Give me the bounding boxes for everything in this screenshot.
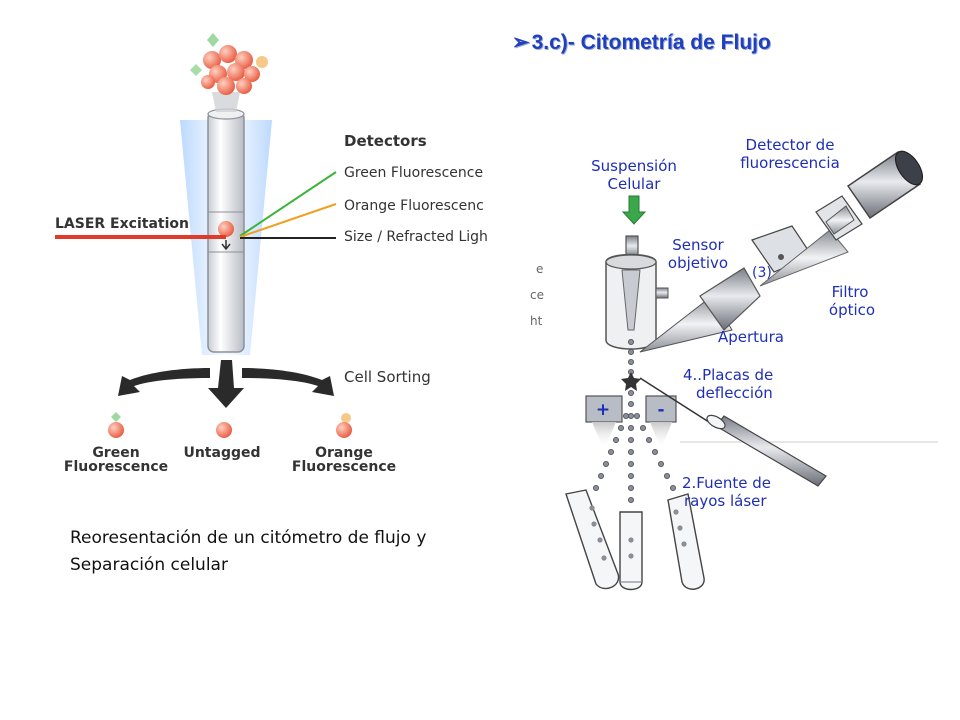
droplet-stream	[593, 338, 677, 503]
sort-arrow-left-icon	[118, 368, 210, 396]
suspension-label-line1: Suspensión	[591, 157, 677, 175]
flow-chamber	[605, 235, 669, 350]
aperture-label: Apertura	[718, 328, 784, 346]
cell-in-beam	[218, 221, 234, 237]
sort-arrow-down-icon	[208, 360, 244, 408]
output-green-line2: Fluorescence	[64, 459, 168, 475]
collection-tube-center	[619, 511, 643, 591]
left-flow-cytometer-diagram: Detectors Green Fluorescence Orange Fluo…	[55, 33, 488, 475]
plates-label-line2: deflección	[696, 384, 773, 402]
right-flow-cytometer-diagram: e ce ht Suspensión Celular	[500, 122, 940, 600]
objective-lens-barrel	[699, 267, 761, 331]
photodetector-end	[894, 150, 924, 186]
sensor-label-line1: Sensor	[672, 236, 724, 254]
detector-orange-label: Orange Fluorescenc	[344, 198, 484, 214]
filter-label-line1: Filtro	[832, 283, 869, 301]
output-untagged-label: Untagged	[183, 445, 260, 461]
output-orange-line1: Orange	[315, 445, 373, 461]
detector-size-label: Size / Refracted Ligh	[344, 229, 488, 245]
cell-sorting-label: Cell Sorting	[344, 368, 431, 386]
sensor-label-line2: objetivo	[668, 254, 728, 272]
cell-sorting-arrows	[118, 360, 334, 408]
figure-caption: Reoresentación de un citómetro de flujo …	[70, 525, 426, 579]
sorted-cell-orange	[336, 413, 352, 438]
caption-line-1: Reoresentación de un citómetro de flujo …	[70, 528, 427, 548]
plate-plus-label: +	[596, 400, 610, 420]
output-orange-line2: Fluorescence	[292, 459, 396, 475]
slide-title: ➢3.c)- Citometría de Flujo	[512, 30, 771, 55]
green-fluorescence-ray	[239, 171, 337, 237]
cropped-fragment-3: ht	[530, 314, 543, 328]
suspension-label-line2: Celular	[608, 175, 662, 193]
flow-direction-arrow-icon	[221, 240, 231, 251]
step-3-label: (3)	[752, 265, 772, 281]
detector-label-line1: Detector de	[746, 136, 835, 154]
plate-field-left	[592, 422, 616, 450]
arrow-bullet-icon: ➢	[512, 31, 530, 54]
slide-title-text: 3.c)- Citometría de Flujo	[531, 31, 771, 54]
deflection-plate-negative	[645, 395, 677, 423]
sorted-cell-green	[108, 412, 124, 438]
filter-aperture-hole	[778, 254, 784, 260]
laser-intersection-star-icon	[621, 372, 641, 391]
cell-cluster	[190, 33, 268, 112]
cropped-fragment-2: ce	[530, 288, 544, 302]
plate-field-right	[650, 422, 672, 450]
sort-arrow-right-icon	[242, 368, 334, 396]
detector-label-line2: fluorescencia	[740, 154, 840, 172]
laser-source-ring	[706, 414, 726, 430]
caption-line-2: Separación celular	[70, 555, 228, 575]
detector-green-label: Green Fluorescence	[344, 165, 483, 181]
plates-label-line1: 4..Placas de	[683, 366, 773, 384]
collection-tube-right	[667, 493, 705, 590]
detector-lens-cone	[825, 205, 855, 235]
laser-source-label-line1: 2.Fuente de	[682, 474, 771, 492]
filter-label-line2: óptico	[829, 301, 875, 319]
laser-beam-right	[639, 377, 713, 425]
laser-excitation-label: LASER Excitation	[55, 216, 189, 232]
sorted-cell-untagged	[216, 422, 232, 438]
plate-minus-label: -	[657, 400, 664, 420]
output-green-line1: Green	[92, 445, 139, 461]
sample-inflow-arrow-icon	[621, 195, 647, 225]
collection-tube-left	[565, 489, 620, 590]
fluorescence-beam	[759, 229, 849, 287]
detectors-heading: Detectors	[344, 132, 427, 150]
laser-source-label-line2: rayos láser	[684, 492, 767, 510]
orange-fluorescence-ray	[239, 203, 337, 238]
cropped-fragment-1: e	[536, 262, 543, 276]
